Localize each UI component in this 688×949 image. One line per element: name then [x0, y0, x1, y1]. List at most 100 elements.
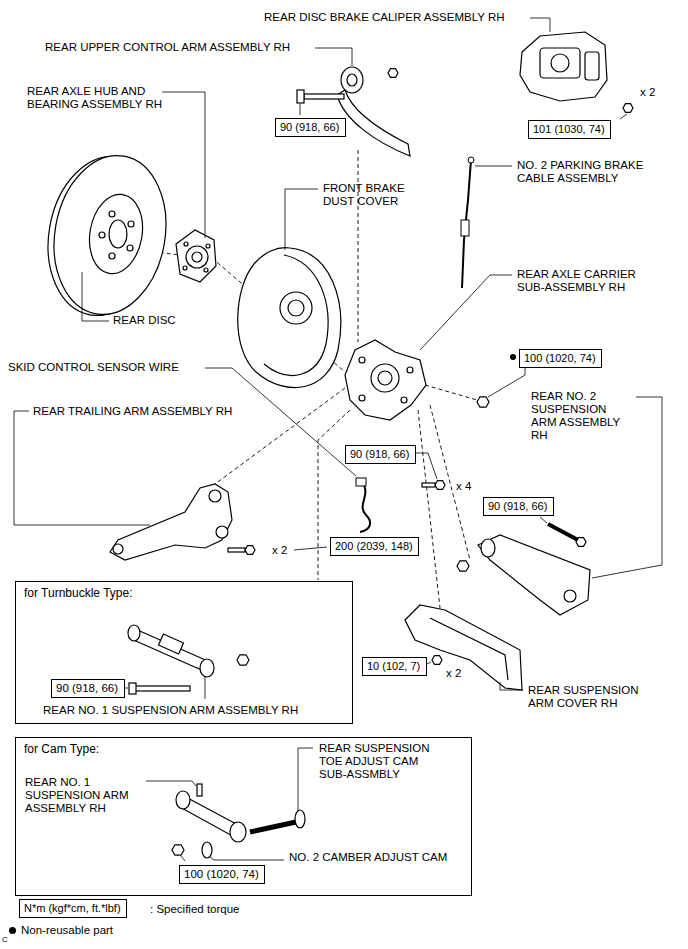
legend-item: Non-reusable part: [8, 924, 113, 937]
parking-brake-cable: [462, 160, 471, 288]
leader-line: [210, 857, 284, 860]
brake-disc: [127, 245, 133, 251]
axle-carrier: [345, 340, 426, 420]
arm-cover: [405, 605, 522, 690]
cam-arm: [197, 784, 202, 796]
torque-value: 101 (1030, 74): [533, 123, 605, 136]
suspension-arm-2: [564, 590, 576, 602]
leader-line: [475, 166, 512, 167]
leader-line: [420, 275, 512, 350]
bolt: [548, 524, 578, 540]
part-name: REAR DISC: [113, 314, 176, 327]
turnbuckle-arm: [237, 655, 249, 665]
leader-line: [530, 18, 550, 32]
part-name: FRONT BRAKE DUST COVER: [323, 182, 423, 208]
variant-panel: for Cam Type: REAR NO. 1 SUSPENSION ARM A…: [15, 737, 472, 896]
axle-hub: [192, 252, 202, 262]
axle-hub: [176, 230, 216, 282]
legend-dot: [8, 926, 17, 935]
upper-control-arm: [304, 94, 344, 99]
trailing-arm: [245, 546, 255, 555]
parking-brake-cable: [461, 157, 474, 288]
torque-box: 101 (1030, 74): [528, 120, 611, 139]
dust-cover: [238, 248, 341, 388]
part-name: REAR TRAILING ARM ASSEMBLY RH: [33, 405, 232, 418]
upper-control-arm: [388, 69, 398, 78]
brake-caliper: [540, 48, 580, 78]
cam-arm: [172, 784, 305, 858]
turnbuckle-arm: [159, 634, 184, 654]
panel-heading: for Cam Type:: [24, 743, 99, 756]
brake-disc: [36, 147, 178, 325]
part-name: REAR NO. 1 SUSPENSION ARM ASSEMBLY RH: [43, 704, 298, 717]
upper-control-arm: [341, 67, 363, 93]
quantity: x 4: [456, 480, 471, 493]
leader-line: [205, 676, 206, 699]
axle-hub: [183, 266, 187, 270]
torque-box: 100 (1020, 74): [519, 349, 602, 368]
upper-control-arm: [297, 90, 304, 103]
torque-value: 90 (918, 66): [488, 500, 547, 513]
leader-line: [285, 189, 318, 250]
torque-value: 90 (918, 66): [280, 121, 339, 134]
dust-cover: [264, 255, 328, 375]
brake-caliper: [551, 54, 569, 72]
suspension-arm-2: [457, 535, 590, 615]
brake-disc: [109, 253, 115, 259]
torque-value: 10 (102, 7): [367, 660, 420, 673]
torque-box: 90 (918, 66): [51, 679, 125, 698]
dust-cover: [238, 248, 341, 388]
torque-value: 200 (2039, 148): [335, 540, 413, 553]
leader-line: [181, 856, 185, 861]
assembly-dashed-line: [425, 385, 477, 400]
axle-carrier: [401, 397, 407, 403]
axle-hub: [206, 244, 210, 248]
part-name: REAR SUSPENSION ARM COVER RH: [528, 684, 658, 710]
torque-value: N*m (kgf*cm, ft.*lbf): [24, 902, 121, 915]
axle-hub: [186, 246, 208, 268]
quantity: x 2: [272, 544, 287, 557]
quantity: x 2: [640, 86, 655, 99]
part-name: REAR NO. 1 SUSPENSION ARM ASSEMBLY RH: [25, 776, 143, 815]
axle-hub: [176, 230, 216, 282]
legend-dot: [9, 927, 16, 934]
dust-cover: [288, 300, 304, 316]
torque-box: 90 (918, 66): [345, 445, 416, 464]
cam-arm: [230, 822, 246, 842]
brake-caliper: [520, 32, 633, 112]
axle-hub: [204, 268, 208, 272]
leader-line: [162, 92, 205, 238]
leader-line: [14, 411, 150, 525]
turnbuckle-arm: [129, 683, 136, 694]
bolt: [576, 538, 586, 547]
torque-box: 10 (102, 7): [362, 657, 427, 676]
leader-line: [415, 453, 437, 479]
turnbuckle-arm: [129, 628, 210, 672]
cam-arm: [250, 822, 296, 832]
brake-disc: [128, 221, 134, 227]
leader-line: [14, 18, 662, 861]
torque-box: 100 (1020, 74): [179, 865, 265, 884]
upper-control-arm: [297, 67, 410, 156]
leader-line: [300, 104, 301, 115]
sensor-wire: [360, 482, 370, 532]
brake-caliper: [585, 52, 599, 80]
leader-line: [500, 682, 523, 690]
upper-control-arm: [347, 74, 357, 86]
leader-line: [205, 368, 356, 476]
bolt: [422, 483, 435, 487]
leader-line: [540, 517, 547, 523]
brake-caliper: [520, 32, 607, 101]
part-name: REAR AXLE CARRIER SUB-ASSEMBLY RH: [517, 268, 657, 294]
arm-cover: [430, 618, 508, 680]
cam-arm: [295, 810, 305, 828]
part-name: REAR AXLE HUB AND BEARING ASSEMBLY RH: [27, 85, 187, 111]
torque-value: 100 (1020, 74): [524, 352, 596, 365]
parking-brake-cable: [468, 157, 474, 163]
assembly-dashed-line: [215, 388, 345, 484]
quantity: x 2: [446, 667, 461, 680]
leader-line: [146, 781, 196, 786]
leader-line: [82, 272, 109, 321]
axle-carrier: [407, 367, 413, 373]
torque-value: 90 (918, 66): [56, 682, 118, 695]
